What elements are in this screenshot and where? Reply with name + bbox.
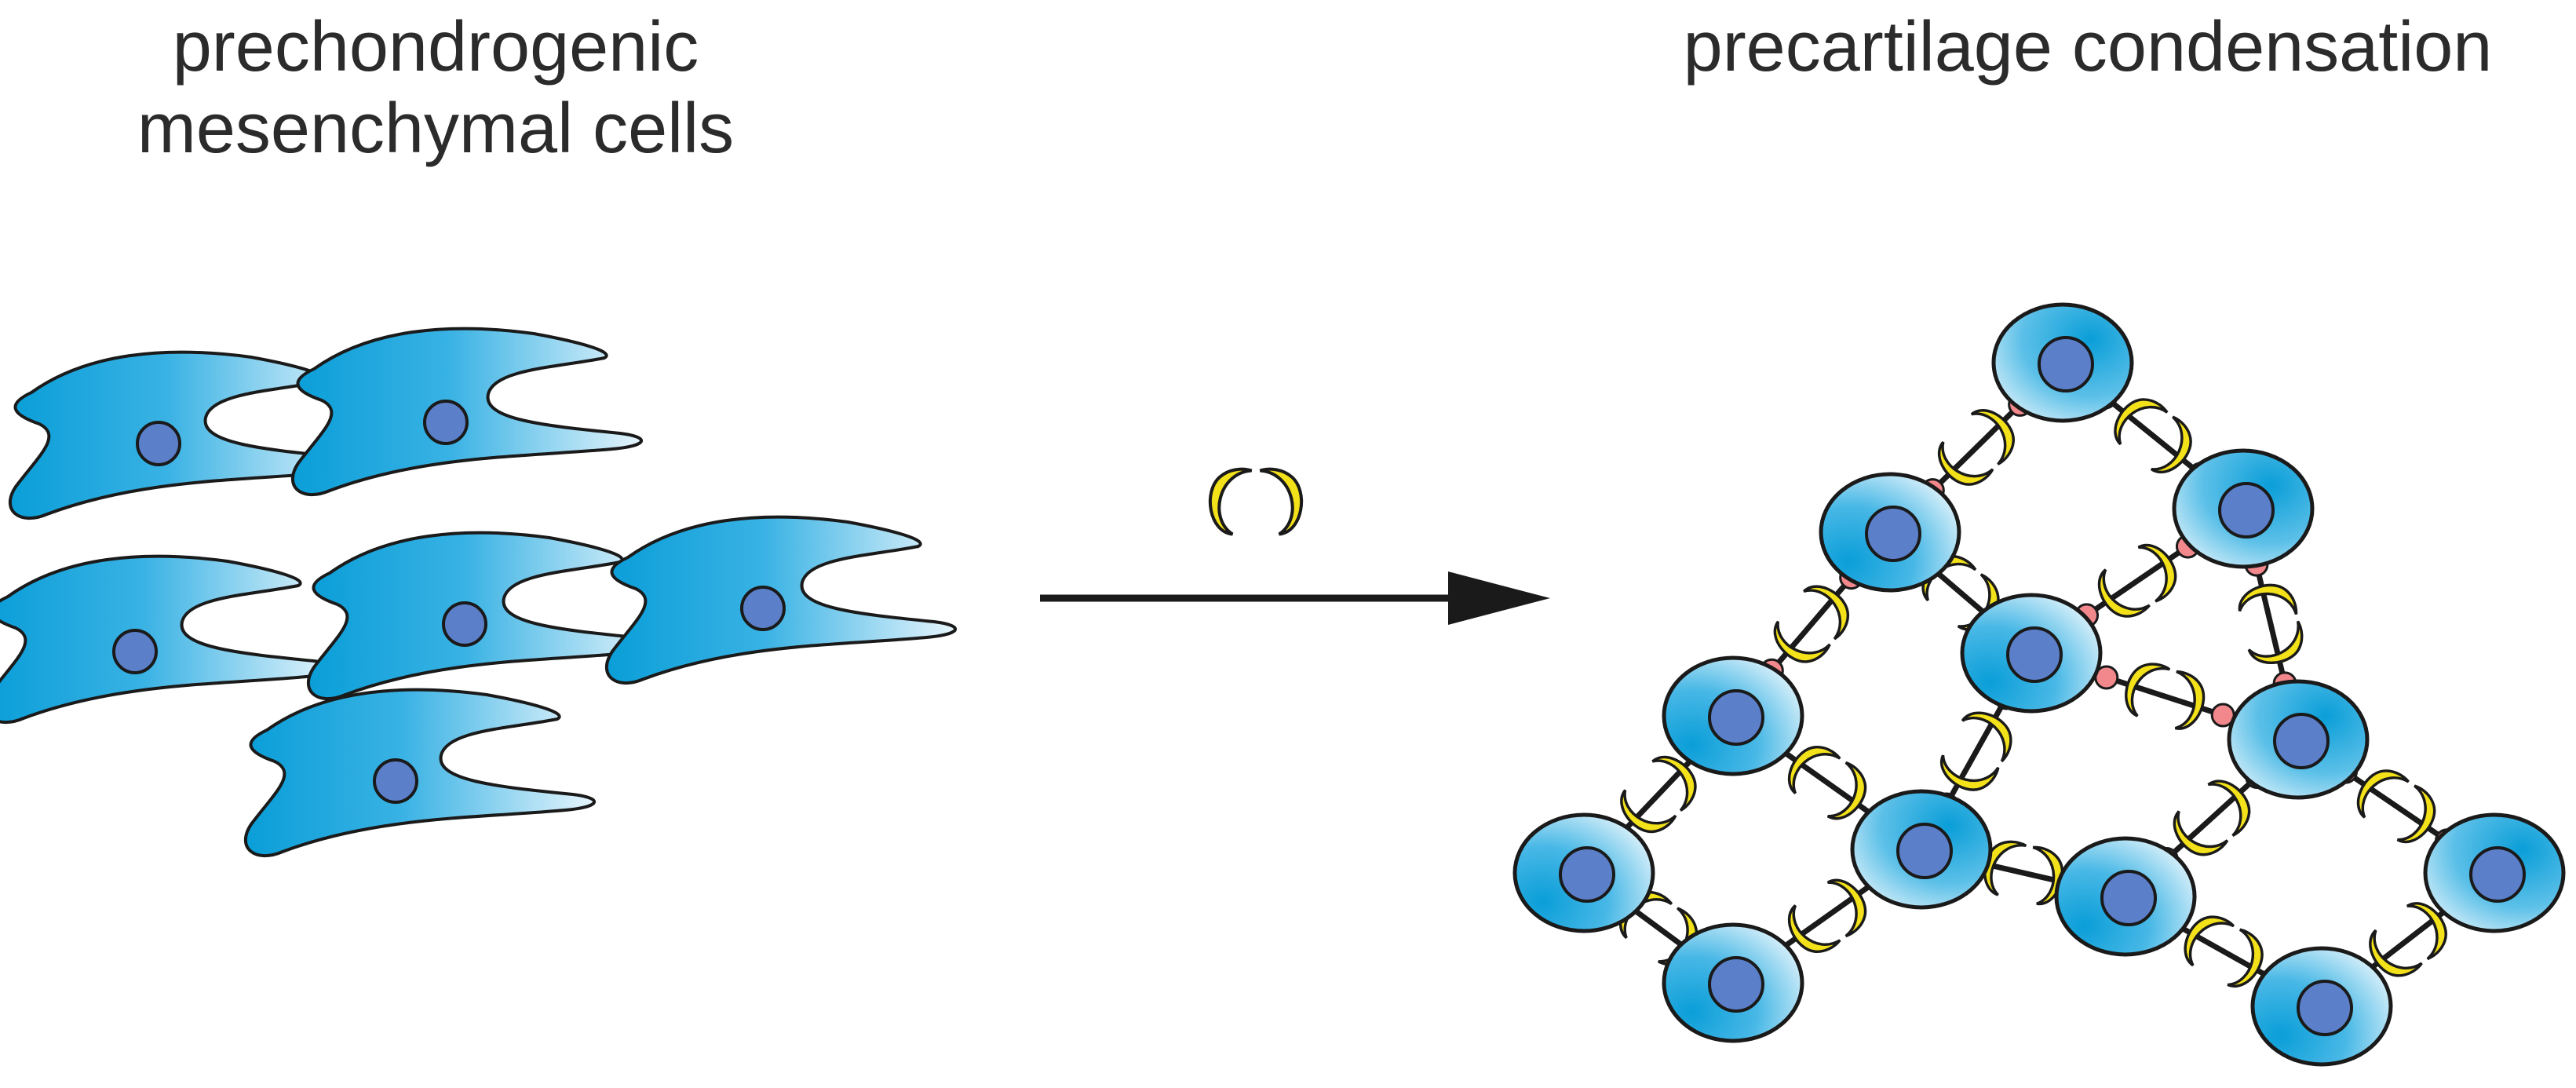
mesenchymal-cell [243, 688, 597, 858]
nucleus [112, 629, 158, 674]
precartilage-network [1512, 302, 2566, 1067]
condensed-cell [1512, 812, 1655, 933]
condensed-cell [1991, 302, 2134, 423]
nucleus [2218, 482, 2275, 539]
condensed-cell [1819, 472, 1961, 593]
nucleus [1896, 823, 1953, 879]
mesenchymal-cell [8, 350, 361, 520]
mesenchymal-cell [604, 515, 958, 685]
prechondrogenic-mesenchymal-cells-label: prechondrogenic mesenchymal cells [0, 6, 871, 170]
nucleus [2297, 980, 2353, 1036]
mesenchymal-cells-group [0, 327, 958, 858]
nucleus [1559, 846, 1615, 903]
nucleus [2100, 870, 2157, 926]
nucleus [740, 586, 786, 631]
condensed-cell [2250, 946, 2393, 1067]
adhesion-factor-icon [1210, 469, 1301, 535]
nucleus [1865, 506, 1921, 562]
condensed-cell [2172, 448, 2315, 569]
condensed-cell [2227, 679, 2370, 800]
precartilage-condensation-label: precartilage condensation [1683, 8, 2493, 86]
condensed-cell [1662, 655, 1804, 776]
nucleus [2006, 626, 2063, 683]
condensed-cells [1512, 302, 2566, 1067]
nucleus [2038, 336, 2094, 392]
condensed-cell [1850, 789, 1993, 910]
mesenchymal-cell [306, 531, 659, 701]
nucleus [1708, 956, 1764, 1013]
condensed-cell [2423, 812, 2566, 933]
nucleus [423, 400, 469, 445]
mesenchymal-cell [0, 554, 338, 725]
nucleus [2469, 846, 2526, 903]
nucleus [136, 421, 181, 466]
nucleus [442, 601, 487, 647]
condensed-cell [2054, 836, 2197, 957]
left-label-line1: prechondrogenic [172, 8, 699, 86]
nucleus [2273, 713, 2330, 769]
condensed-cell [1960, 593, 2103, 714]
nucleus [373, 758, 418, 804]
nucleus [1708, 689, 1764, 746]
right-arrow-icon [1040, 571, 1550, 625]
condensed-cell [1662, 922, 1804, 1043]
left-label-line2: mesenchymal cells [137, 89, 735, 168]
mesenchymal-cell [290, 327, 644, 497]
